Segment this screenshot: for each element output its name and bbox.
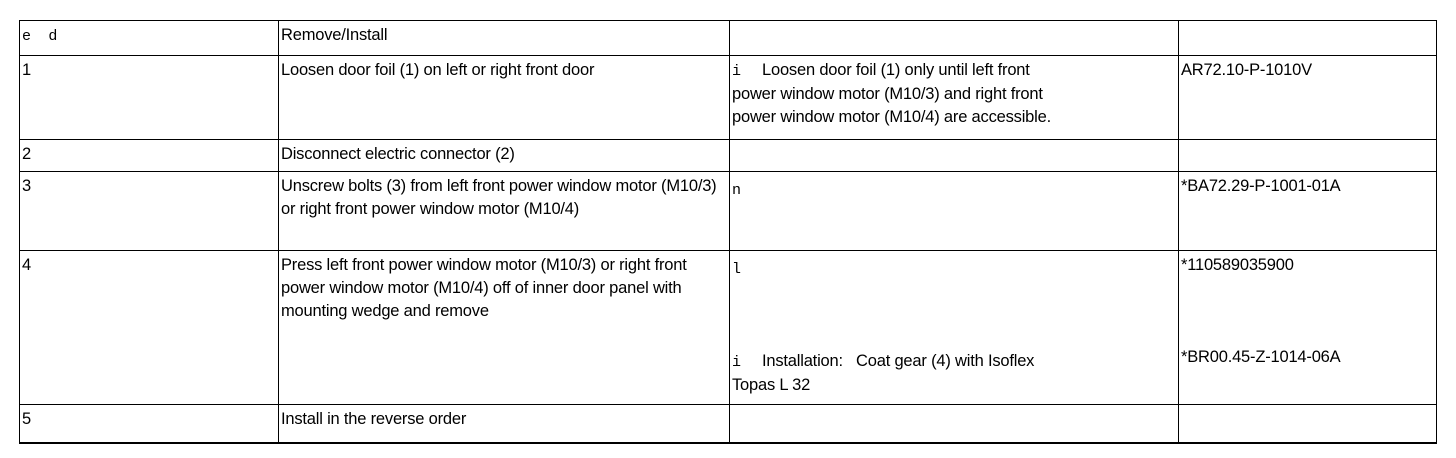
header-symbols: e d <box>22 28 58 45</box>
step-action: Loosen door foil (1) on left or right fr… <box>278 55 730 140</box>
step-action: Press left front power window motor (M10… <box>278 250 730 405</box>
note-symbol-icon: n <box>732 182 741 199</box>
step-action: Install in the reverse order <box>278 404 730 444</box>
header-note-cell <box>729 20 1179 56</box>
step-reference: *110589035900 *BR00.45-Z-1014-06A <box>1178 250 1437 405</box>
step-number: 1 <box>19 55 279 140</box>
step-number: 4 <box>19 250 279 405</box>
tool-symbol-icon: l <box>732 261 741 278</box>
table-row: 5 Install in the reverse order <box>19 404 1437 444</box>
header-ref-cell <box>1178 20 1437 56</box>
header-step-cell: e d <box>19 20 279 56</box>
step-note <box>729 404 1179 444</box>
step-number: 5 <box>19 404 279 444</box>
header-title: Remove/Install <box>281 26 388 44</box>
table-row: 2 Disconnect electric connector (2) <box>19 139 1437 172</box>
step-reference: *BA72.29-P-1001-01A <box>1178 171 1437 251</box>
table-row: 3 Unscrew bolts (3) from left front powe… <box>19 171 1437 251</box>
step-note <box>729 139 1179 172</box>
info-icon: i <box>732 354 741 371</box>
step-action: Unscrew bolts (3) from left front power … <box>278 171 730 251</box>
step-action: Disconnect electric connector (2) <box>278 139 730 172</box>
step-reference <box>1178 139 1437 172</box>
step-note: n <box>729 171 1179 251</box>
table-row: 1 Loosen door foil (1) on left or right … <box>19 55 1437 140</box>
step-reference <box>1178 404 1437 444</box>
table-row: 4 Press left front power window motor (M… <box>19 250 1437 405</box>
step-number: 2 <box>19 139 279 172</box>
info-icon: i <box>732 63 741 80</box>
procedure-table: e d Remove/Install 1 Loosen door foil (1… <box>19 20 1437 444</box>
step-number: 3 <box>19 171 279 251</box>
header-row: e d Remove/Install <box>19 20 1437 56</box>
header-title-cell: Remove/Install <box>278 20 730 56</box>
step-reference: AR72.10-P-1010V <box>1178 55 1437 140</box>
